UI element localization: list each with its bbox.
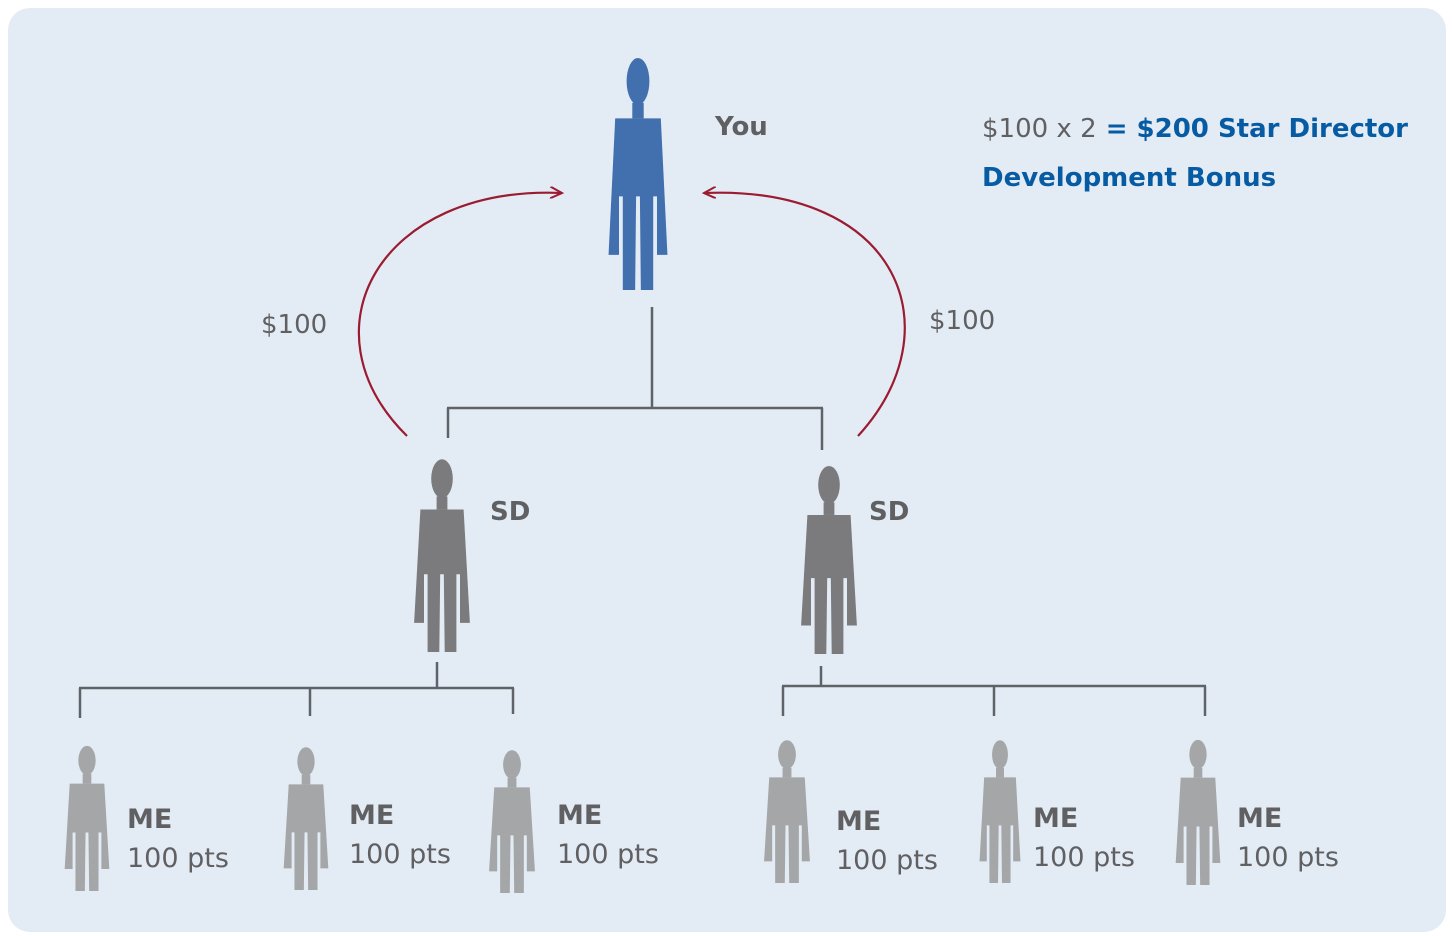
bonus-calc: $100 x 2 <box>982 114 1097 144</box>
person-silhouette-icon <box>801 465 857 654</box>
person-silhouette-icon <box>489 750 535 893</box>
person-silhouette-icon <box>1175 739 1221 885</box>
connector-lines <box>78 307 1207 718</box>
bonus-equals: = <box>1096 114 1137 144</box>
person-silhouette-icon <box>764 740 810 883</box>
level1-name-right: SD <box>869 497 910 527</box>
level2-points: 100 pts <box>349 839 451 870</box>
top-node-name: You <box>715 112 768 142</box>
level2-name: ME <box>557 800 603 831</box>
level2-points: 100 pts <box>1237 842 1339 873</box>
person-silhouette-icon <box>64 745 110 891</box>
person-silhouette-icon <box>979 740 1021 883</box>
bonus-arrow-right <box>704 193 906 437</box>
level2-points: 100 pts <box>836 845 938 876</box>
level2-name: ME <box>1033 803 1079 834</box>
bonus-amount-title: $200 Star Director <box>1136 114 1408 144</box>
level2-name: ME <box>349 800 395 831</box>
bonus-arrow-left <box>357 193 562 437</box>
left-arrow-amount: $100 <box>261 310 328 340</box>
level2-name: ME <box>1237 803 1283 834</box>
person-silhouette-icon <box>608 57 668 290</box>
level2-name: ME <box>127 804 173 835</box>
person-silhouette-icon <box>283 747 329 890</box>
level1-name-left: SD <box>490 497 531 527</box>
level2-points: 100 pts <box>1033 842 1135 873</box>
level2-points: 100 pts <box>557 839 659 870</box>
right-arrow-amount: $100 <box>929 306 996 336</box>
level2-points: 100 pts <box>127 843 229 874</box>
level2-name: ME <box>836 806 882 837</box>
person-silhouette-icon <box>414 459 470 652</box>
bonus-title-line2: Development Bonus <box>982 163 1277 193</box>
bonus-calculation: $100 x 2 = $200 Star Director <box>982 114 1408 144</box>
